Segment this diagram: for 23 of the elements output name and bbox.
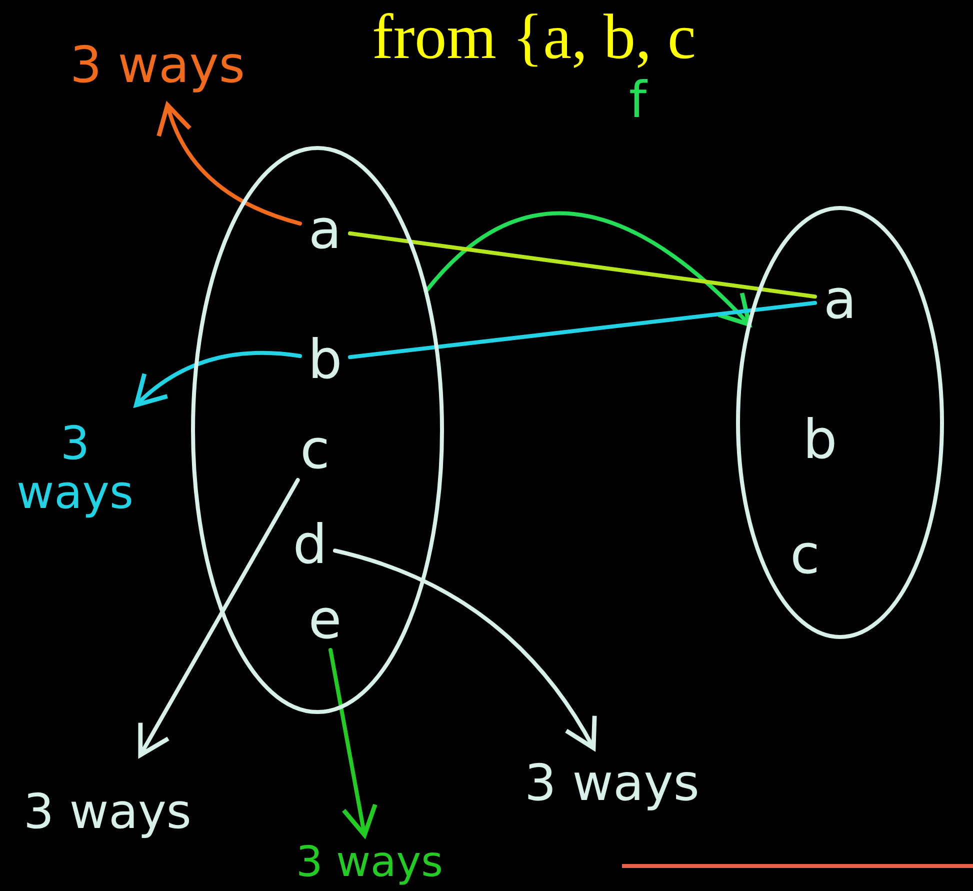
set-element: c [780, 525, 830, 585]
count-label: 3 ways [20, 25, 295, 105]
count-label: 3 ways [15, 755, 200, 870]
title: from {a, b, c [372, 0, 696, 74]
count-label: 3 ways [5, 405, 145, 530]
arrow [138, 478, 300, 758]
arrow [333, 548, 596, 750]
arrow [134, 350, 302, 408]
arrow [158, 102, 302, 226]
arrow [328, 648, 378, 838]
mapping-line [348, 300, 817, 360]
count-label: 3 ways [472, 748, 752, 818]
mapping-line [348, 231, 817, 299]
set-element: a [300, 200, 350, 260]
set-element: d [285, 515, 335, 575]
set-ellipse [735, 205, 945, 640]
set-ellipse [190, 145, 445, 715]
set-element: b [300, 330, 350, 390]
set-element: c [290, 420, 340, 480]
set-element: b [795, 410, 845, 470]
count-label: 3 ways [262, 835, 477, 889]
set-element: a [815, 270, 865, 330]
set-element: e [300, 590, 350, 650]
